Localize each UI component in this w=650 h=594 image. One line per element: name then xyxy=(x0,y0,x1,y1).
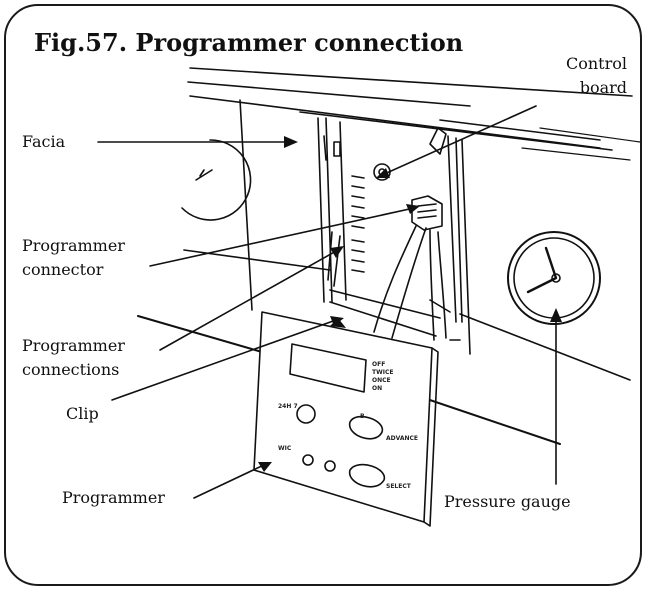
facia-dial-arc xyxy=(181,139,252,221)
label-control-board: Control board xyxy=(566,52,627,100)
casing-top-edge-3 xyxy=(189,95,601,149)
ribbon-left-2 xyxy=(333,235,341,287)
label-programmer-connector-line2: connector xyxy=(22,260,104,279)
arrowhead-pressure-gauge xyxy=(550,308,562,322)
cable-2 xyxy=(391,227,427,339)
pressure-gauge-pivot xyxy=(551,273,561,283)
programmer-clip-tab xyxy=(330,318,346,328)
label-facia: Facia xyxy=(22,132,66,151)
programmer-button-3 xyxy=(349,463,385,488)
cable-4 xyxy=(437,231,447,339)
casing-top-edge-2 xyxy=(187,81,471,107)
label-programmer-connections-line1: Programmer xyxy=(22,336,125,355)
casing-top-edge-7 xyxy=(521,147,631,161)
leader-control-board xyxy=(379,105,537,177)
pressure-gauge-outer xyxy=(507,231,601,325)
facia-dial-needle xyxy=(195,169,213,181)
casing-bottom-line xyxy=(137,315,263,353)
label-programmer-connector: Programmer connector xyxy=(22,234,125,282)
button-1-label: 24H 7 xyxy=(278,403,298,410)
arrowhead-control-board xyxy=(376,168,390,178)
connector-pins xyxy=(351,175,365,273)
board-housing-bottom xyxy=(329,289,441,319)
ribbon-left xyxy=(327,231,333,281)
leader-clip xyxy=(111,319,337,401)
casing-top-edge xyxy=(189,67,633,97)
label-clip: Clip xyxy=(66,404,99,423)
label-programmer-connections-line2: connections xyxy=(22,360,120,379)
leader-programmer-connections xyxy=(159,249,339,351)
label-pressure-gauge: Pressure gauge xyxy=(444,492,571,511)
facia-slot-2 xyxy=(323,135,327,161)
button-3-label: SELECT xyxy=(386,483,412,490)
casing-right-bottom-line xyxy=(417,395,561,445)
programmer-display xyxy=(289,343,367,393)
programmer-panel-markings: OFF TWICE ONCE ON 24H 7 B ADVANCE SELECT… xyxy=(278,361,418,490)
label-programmer: Programmer xyxy=(62,488,165,507)
programmer-panel xyxy=(253,311,433,523)
label-control-board-line1: Control xyxy=(566,54,628,73)
led-label-0: OFF xyxy=(372,361,385,368)
pressure-gauge-needle xyxy=(526,246,558,294)
programmer-screw-2 xyxy=(324,460,336,472)
arrowhead-programmer-connector xyxy=(406,204,420,214)
casing-top-edge-6 xyxy=(539,127,641,143)
arrowhead-programmer xyxy=(258,462,272,472)
led-label-1: TWICE xyxy=(372,369,393,376)
label-programmer-connector-line1: Programmer xyxy=(22,236,125,255)
board-housing-right xyxy=(447,135,457,323)
gauge-panel-edge xyxy=(461,139,471,355)
gauge-panel-bottom xyxy=(459,313,631,381)
facia-inner-edge xyxy=(325,117,333,303)
programmer-screw-1 xyxy=(302,454,314,466)
facia-slot xyxy=(333,141,341,157)
connector-plug-ridges xyxy=(417,203,437,219)
label-control-board-line2: board xyxy=(579,78,628,97)
led-label-2: ONCE xyxy=(372,377,391,384)
label-programmer-connections: Programmer connections xyxy=(22,334,125,382)
facia-right-edge xyxy=(317,117,325,303)
programmer-button-2 xyxy=(349,415,383,440)
button-2-top-label: B xyxy=(360,413,365,420)
board-housing-bottom-3 xyxy=(429,299,451,313)
connector-plug xyxy=(411,195,443,231)
casing-top-edge-4 xyxy=(299,111,613,151)
board-housing-left xyxy=(339,121,347,301)
facia-dial-needle-2 xyxy=(199,169,205,177)
arrowhead-facia xyxy=(284,136,298,148)
led-label-3: ON xyxy=(372,385,382,392)
cable-1 xyxy=(373,225,417,333)
casing-top-edge-5 xyxy=(439,119,601,141)
leader-programmer xyxy=(193,463,267,499)
cable-3 xyxy=(429,229,435,341)
programmer-button-1 xyxy=(296,404,316,424)
arrowhead-programmer-connections xyxy=(330,246,344,258)
button-2-label: ADVANCE xyxy=(386,435,418,442)
leader-programmer-connector xyxy=(149,207,415,267)
facia-left-edge xyxy=(239,99,253,311)
indicator-label: WIC xyxy=(278,445,292,452)
board-housing-right-2 xyxy=(455,137,463,323)
figure-title: Fig.57. Programmer connection xyxy=(34,28,464,57)
board-housing-bottom-2 xyxy=(329,301,437,337)
programmer-panel-edge xyxy=(423,347,439,527)
